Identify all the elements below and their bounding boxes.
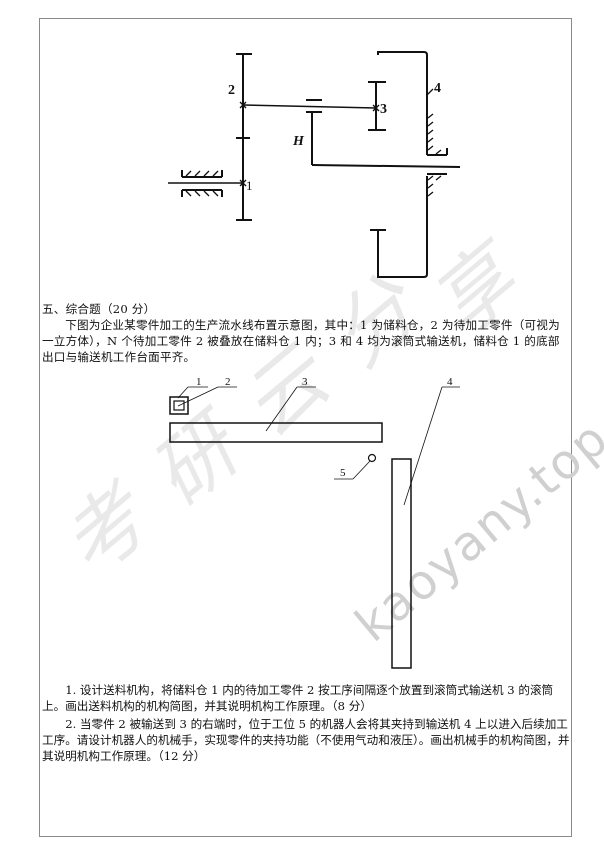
label-conveyor-4: 4 bbox=[447, 376, 453, 388]
question-2: 2. 当零件 2 被输送到 3 的右端时，位于工位 5 的机器人会将其夹持到输送… bbox=[42, 717, 570, 764]
carrier-label-h: H bbox=[292, 134, 305, 149]
label-part: 2 bbox=[225, 376, 231, 388]
section-intro: 下图为企业某零件加工的生产流水线布置示意图，其中：1 为储料仓，2 为待加工零件… bbox=[42, 318, 560, 364]
planetary-gear-diagram: 2 1 3 4 H bbox=[168, 51, 461, 278]
section-heading: 五、综合题（20 分） bbox=[42, 302, 156, 316]
gear-label-4: 4 bbox=[434, 81, 441, 96]
label-bin: 1 bbox=[196, 376, 202, 388]
gear-label-2: 2 bbox=[228, 83, 235, 98]
label-robot: 5 bbox=[340, 467, 346, 479]
question-1: 1. 设计送料机构，将储料仓 1 内的待加工零件 2 按工序间隔逐个放置到滚筒式… bbox=[42, 683, 554, 714]
gear-label-1: 1 bbox=[246, 178, 253, 193]
label-conveyor-3: 3 bbox=[302, 376, 308, 388]
gear-label-3: 3 bbox=[380, 102, 387, 117]
page-border bbox=[39, 18, 572, 837]
